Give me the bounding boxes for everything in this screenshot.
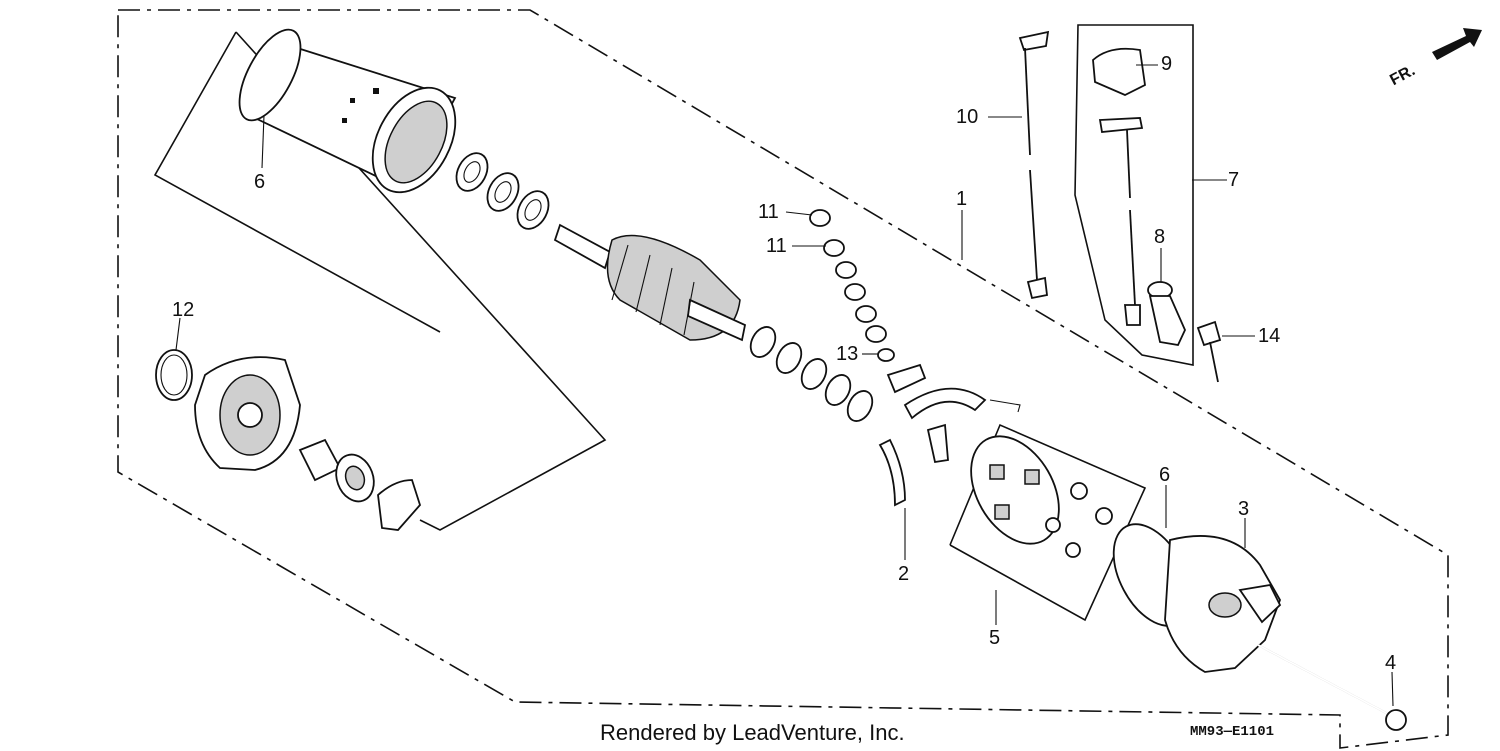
render-credit: Rendered by LeadVenture, Inc. [600,720,905,745]
terminal-assembly [1092,47,1186,347]
mounting-bolt [1196,320,1222,383]
front-direction-label: FR. [1387,62,1418,89]
front-direction-arrow-icon: FR. [1387,28,1482,89]
needle-bearing [298,438,422,531]
callout-13: 13 [836,343,858,365]
terminal-nut-stack [809,209,927,394]
callout-14: 14 [1258,325,1280,347]
assembly-boundary [117,9,1449,749]
brush-holder-ring [878,387,1021,507]
callout-4: 4 [1385,652,1396,674]
callout-12: 12 [172,299,194,321]
callout-7: 7 [1228,169,1239,191]
callout-3: 3 [1238,498,1249,520]
leader-lines [175,64,1394,707]
callout-9: 9 [1161,53,1172,75]
front-cover [155,349,301,471]
diagram-code: MM93—E1101 [1190,724,1274,740]
callout-2: 2 [898,563,909,585]
terminal-group-outline [1074,24,1194,366]
callout-10: 10 [956,106,978,128]
armature [553,223,747,342]
yoke-housing [238,28,457,194]
armature-washers [749,326,874,422]
terminal-lead [1018,30,1050,300]
yoke-group-outline [153,31,441,333]
callout-8: 8 [1154,226,1165,248]
callout-11-top: 11 [758,201,779,223]
brush-holder-plate [970,435,1113,558]
rear-cover [1112,523,1282,673]
front-cover-group-outline [235,31,607,531]
callout-6-rear-oring: 6 [1159,464,1170,486]
callout-1: 1 [956,188,967,210]
callout-5: 5 [989,627,1000,649]
callout-6-yoke-oring: 6 [254,171,265,193]
through-bolt [1257,644,1407,731]
callout-11-second: 11 [766,235,787,257]
yoke-washers [455,152,550,230]
